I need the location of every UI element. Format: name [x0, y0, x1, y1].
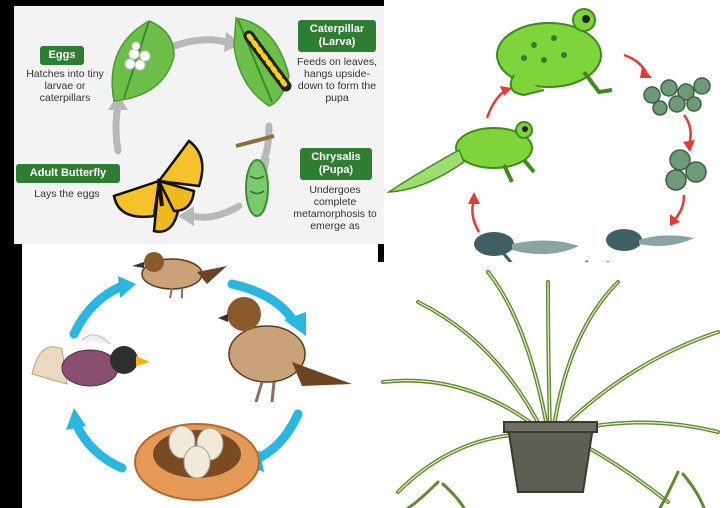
- frog-arrow-3: [674, 195, 684, 220]
- spider-plant-panel: [378, 262, 724, 508]
- leaf-with-eggs: [112, 21, 174, 101]
- flower-pot-icon: [504, 422, 597, 492]
- stage-label-eggs: Eggs: [40, 46, 84, 65]
- frog-arrow-5: [472, 200, 479, 232]
- bird-arrow-2: [254, 414, 298, 460]
- nest-with-eggs-icon: [135, 424, 259, 500]
- hatchling-icon: [32, 335, 150, 386]
- leaf-with-caterpillar: [234, 18, 289, 106]
- frog-cycle-art: [384, 0, 724, 278]
- embryo-eggs-icon: [666, 150, 706, 190]
- tadpole-icon: [606, 229, 694, 251]
- frog-life-cycle-panel: [384, 0, 724, 278]
- spider-plant-art: [378, 262, 724, 508]
- adult-frog-icon: [497, 9, 612, 95]
- bird-arrow-4: [74, 286, 122, 334]
- stage-label-caterpillar: Caterpillar (Larva): [298, 20, 376, 52]
- bird-arrow-3: [76, 424, 122, 468]
- cycle-arrow-butterfly-to-eggs: [116, 106, 118, 151]
- stage-description-adult-butterfly: Lays the eggs: [32, 188, 102, 200]
- cycle-arrow-eggs-to-caterpillar: [174, 40, 226, 46]
- stage-label-chrysalis: Chrysalis (Pupa): [300, 148, 372, 180]
- stage-description-caterpillar: Feeds on leaves, hangs upside-down to fo…: [294, 56, 380, 104]
- frogspawn-icon: [644, 78, 710, 115]
- frog-arrow-2: [684, 115, 691, 145]
- stage-description-chrysalis: Undergoes complete metamorphosis to emer…: [290, 184, 380, 232]
- bird-life-cycle-panel: [22, 244, 378, 508]
- bird-cycle-art: [22, 244, 378, 508]
- froglet-icon: [389, 122, 534, 192]
- stage-label-adult-butterfly: Adult Butterfly: [16, 164, 120, 183]
- cycle-arrow-chrysalis-to-butterfly: [192, 206, 239, 217]
- stage-description-eggs: Hatches into tiny larvae or caterpillars: [24, 68, 106, 104]
- frog-arrow-6: [487, 90, 506, 118]
- bird-icon-top: [132, 252, 227, 298]
- butterfly-life-cycle-panel: Eggs Hatches into tiny larvae or caterpi…: [14, 6, 384, 244]
- tadpole-with-legs-icon: [474, 232, 579, 266]
